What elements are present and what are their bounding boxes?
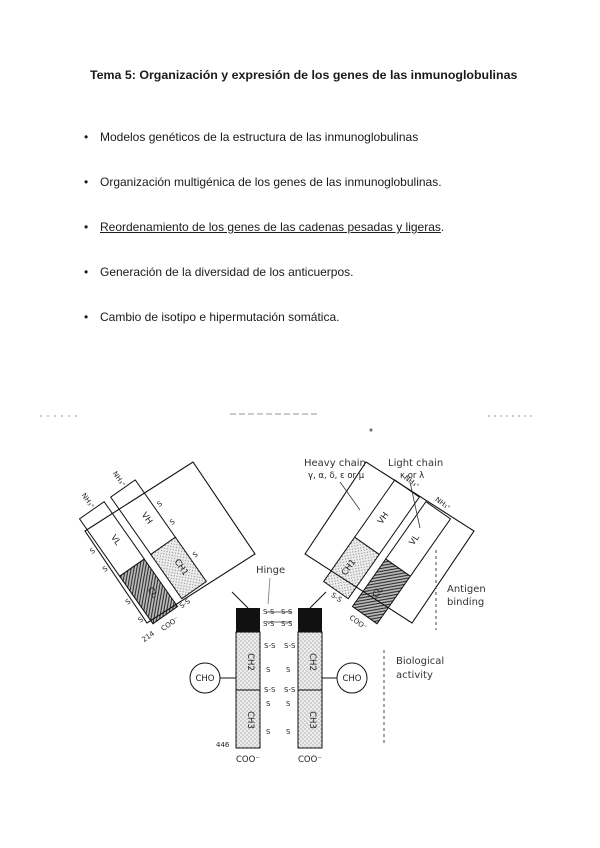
residue-446-label: 446 [216,741,230,749]
topic-text: Generación de la diversidad de los antic… [100,265,354,279]
ch2-label: CH2 [245,653,255,671]
svg-text:S: S [266,666,271,674]
antigen-label: Antigen [447,584,486,595]
svg-text:S: S [124,597,133,606]
light-chain-classes: κ or λ [400,471,424,481]
annotations: Hinge Heavy chain γ, α, δ, ε or μ Light … [256,458,486,745]
activity-label: activity [396,670,433,681]
svg-text:S: S [266,728,271,736]
svg-text:S-S: S-S [264,642,276,650]
right-fab-box [304,461,475,624]
topic-item[interactable]: Reordenamiento de los genes de las caden… [84,220,444,265]
left-heavy-chain: VH CH1 NH₃⁺ S S S [109,470,208,600]
heavy-chain-label: Heavy chain [304,458,366,469]
svg-text:S: S [191,550,200,559]
topic-item: Generación de la diversidad de los antic… [84,265,444,310]
svg-text:S: S [286,728,291,736]
svg-text:S: S [286,700,291,708]
topic-list: Modelos genéticos de la estructura de la… [84,130,444,355]
heavy-chain-classes: γ, α, δ, ε or μ [308,471,365,481]
coo-label: COO⁻ [160,615,181,633]
nh3-label: NH₃⁺ [80,492,96,511]
svg-text:S-S: S-S [281,620,293,628]
cho-label: CHO [195,674,214,684]
svg-text:S-S: S-S [284,642,296,650]
left-fab-arm: VL CL NH₃⁺ COO⁻ 214 S S S S VH CH1 NH₃⁺ … [78,470,208,644]
disulfide-bridges [266,611,292,623]
hinge-block-right [298,608,322,632]
svg-text:S-S: S-S [281,608,293,616]
topic-text: Cambio de isotipo e hipermutación somáti… [100,310,340,324]
topic-item: Cambio de isotipo e hipermutación somáti… [84,310,444,355]
light-chain-label: Light chain [388,458,443,469]
svg-text:S: S [89,546,98,555]
ch3-domain-left [235,689,261,749]
svg-text:S-S: S-S [263,620,275,628]
ch2-label: CH2 [307,653,317,671]
left-fab-box [84,461,256,624]
topic-item: Organización multigénica de los genes de… [84,175,444,220]
ch3-label: CH3 [307,711,317,729]
antibody-diagram: VL CL NH₃⁺ COO⁻ 214 S S S S VH CH1 NH₃⁺ … [40,413,532,765]
svg-text:S: S [156,499,165,508]
svg-text:S: S [137,615,146,624]
topic-link[interactable]: Reordenamiento de los genes de las caden… [100,220,441,234]
scan-artifacts [40,413,532,432]
svg-text:S: S [286,666,291,674]
svg-text:S-S: S-S [264,686,276,694]
hinge-label: Hinge [256,565,285,576]
ch2-domain-left [235,631,261,691]
cl-domain [118,558,179,625]
ch3-domain-right [297,689,323,749]
svg-text:S-S: S-S [284,686,296,694]
ch2-domain-right [297,631,323,691]
nh3-label: NH₃⁺ [111,470,127,489]
svg-text:S: S [168,517,177,526]
ch3-label: CH3 [245,711,255,729]
ch1-domain [322,536,380,600]
svg-text:S-S: S-S [263,608,275,616]
topic-text: Modelos genéticos de la estructura de la… [100,130,419,144]
intrachain-disulfides: S-S S-S S S S-S S-S S S S S [264,642,296,736]
residue-214-label: 214 [140,629,156,644]
svg-text:S: S [266,700,271,708]
ch1-domain [150,536,208,600]
antibody-figure: VL CL NH₃⁺ COO⁻ 214 S S S S VH CH1 NH₃⁺ … [0,400,600,780]
svg-text:S: S [101,564,110,573]
cho-label: CHO [342,674,361,684]
topic-item: Modelos genéticos de la estructura de la… [84,130,444,175]
hinge-block-left [236,608,260,632]
page-title: Tema 5: Organización y expresión de los … [90,68,518,82]
coo-label: COO⁻ [348,614,369,632]
cl-domain [351,558,412,625]
coo-label: COO⁻ [298,755,322,765]
binding-label: binding [447,597,484,608]
fc-region: CH2 CH3 CH2 CH3 S-S S-S S-S S-S S-S S-S … [189,591,368,765]
topic-text: Organización multigénica de los genes de… [100,175,442,189]
biological-label: Biological [396,656,444,667]
coo-label: COO⁻ [236,755,260,765]
